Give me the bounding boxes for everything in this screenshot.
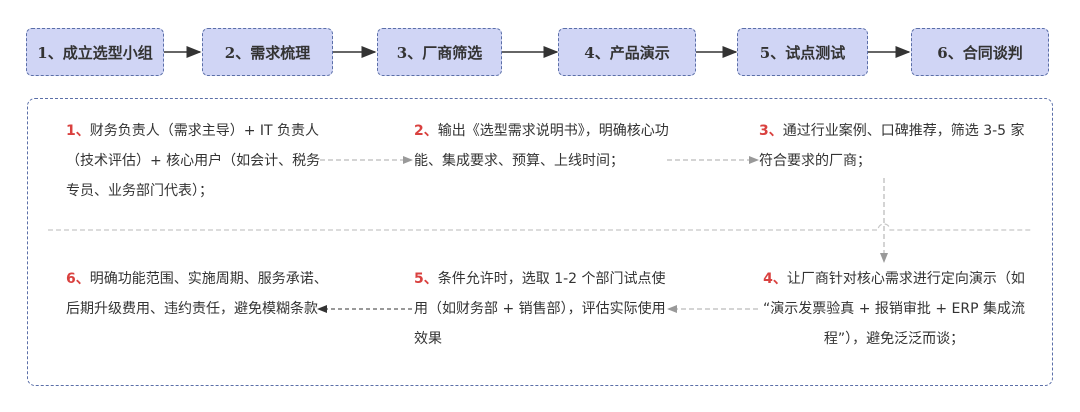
detail-number: 2、 — [414, 123, 438, 139]
step-5-box: 5、试点测试 — [737, 28, 868, 76]
step-4-box: 4、产品演示 — [558, 28, 696, 76]
step-3-box: 3、厂商筛选 — [377, 28, 502, 76]
detail-item-3: 3、通过行业案例、口碑推荐，筛选 3-5 家符合要求的厂商； — [759, 116, 1029, 176]
detail-text: 财务负责人（需求主导）+ IT 负责人（技术评估）+ 核心用户（如会计、税务专员… — [66, 123, 321, 199]
detail-text: 输出《选型需求说明书》，明确核心功能、集成要求、预算、上线时间； — [414, 123, 669, 169]
detail-item-5: 5、条件允许时，选取 1-2 个部门试点使用（如财务部 + 销售部），评估实际使… — [414, 264, 669, 354]
detail-number: 4、 — [763, 271, 787, 287]
detail-item-6: 6、明确功能范围、实施周期、服务承诺、后期升级费用、违约责任，避免模糊条款 — [66, 264, 328, 324]
step-1-box: 1、成立选型小组 — [26, 28, 164, 76]
step-2-box: 2、需求梳理 — [202, 28, 333, 76]
step-label: 3、厂商筛选 — [396, 43, 483, 62]
detail-text: 明确功能范围、实施周期、服务承诺、后期升级费用、违约责任，避免模糊条款 — [66, 271, 328, 317]
step-label: 1、成立选型小组 — [37, 43, 153, 62]
detail-number: 1、 — [66, 123, 90, 139]
detail-text: 通过行业案例、口碑推荐，筛选 3-5 家符合要求的厂商； — [759, 123, 1025, 169]
detail-item-4: 4、让厂商针对核心需求进行定向演示（如 “演示发票验真 + 报销审批 + ERP… — [759, 264, 1029, 354]
step-label: 5、试点测试 — [759, 43, 846, 62]
detail-item-1: 1、财务负责人（需求主导）+ IT 负责人（技术评估）+ 核心用户（如会计、税务… — [66, 116, 328, 206]
detail-item-2: 2、输出《选型需求说明书》，明确核心功能、集成要求、预算、上线时间； — [414, 116, 672, 176]
detail-number: 3、 — [759, 123, 783, 139]
step-label: 6、合同谈判 — [937, 43, 1023, 62]
detail-text: 让厂商针对核心需求进行定向演示（如 “演示发票验真 + 报销审批 + ERP 集… — [763, 271, 1025, 347]
detail-number: 6、 — [66, 271, 90, 287]
details-panel — [27, 98, 1053, 386]
detail-text: 条件允许时，选取 1-2 个部门试点使用（如财务部 + 销售部），评估实际使用效… — [414, 271, 666, 347]
step-6-box: 6、合同谈判 — [911, 28, 1049, 76]
step-label: 2、需求梳理 — [224, 43, 311, 62]
detail-number: 5、 — [414, 271, 438, 287]
step-label: 4、产品演示 — [584, 43, 670, 62]
